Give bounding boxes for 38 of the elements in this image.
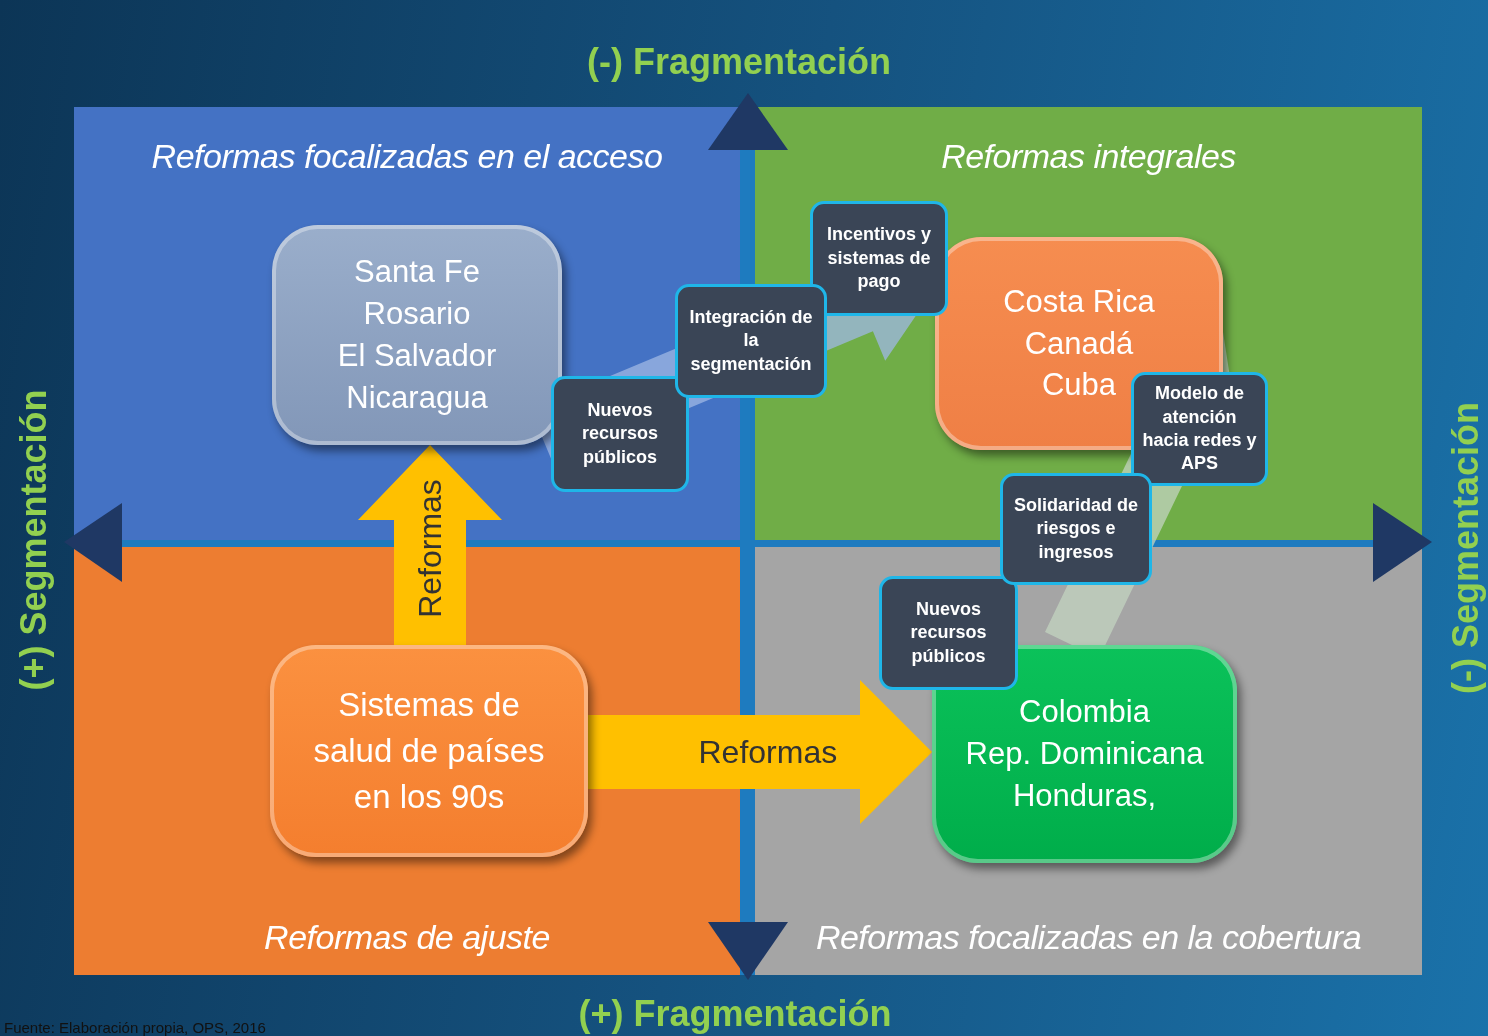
factor-box <box>1000 473 1152 585</box>
node-text: Nuevos recursos públicos <box>580 398 659 469</box>
factor-box <box>879 576 1018 690</box>
source-note: Fuente: Elaboración propia, OPS, 2016 <box>4 1018 266 1036</box>
factor-box <box>1131 372 1268 486</box>
block-arrow <box>588 680 932 824</box>
node-text: Nuevos recursos públicos <box>909 597 988 668</box>
axis-label: (+) Segmentación <box>12 389 55 691</box>
node-text: Sistemas de salud de países en los 90s <box>312 684 546 818</box>
node-text: El Salvador <box>337 337 497 375</box>
factor-box <box>810 201 948 316</box>
node-text: Modelo de atención hacia redes y APS <box>1142 382 1257 476</box>
factor-box <box>551 376 689 492</box>
node-text: Integración de la segmentación <box>688 305 814 376</box>
node-text: Rep. Dominicana <box>965 735 1204 774</box>
axis-label: (-) Segmentación <box>1445 402 1487 694</box>
edge-label: Reformas <box>698 733 838 771</box>
quadrant-title: Reformas focalizadas en la cobertura <box>814 918 1363 957</box>
node-text: Solidaridad de riesgos e ingresos <box>1013 493 1139 564</box>
node-text: Cuba <box>1041 366 1117 405</box>
node-text: Costa Rica <box>1003 282 1155 321</box>
quadrant-title: Reformas focalizadas en el acceso <box>150 137 664 176</box>
node-text: Rosario <box>363 295 471 334</box>
node-text: Canadá <box>1024 324 1134 363</box>
node-text: Santa Fe <box>354 253 480 292</box>
node-text: Nicaragua <box>346 378 488 417</box>
edge-label: Reformas <box>411 478 449 618</box>
node-text: Honduras, <box>1013 776 1156 815</box>
quadrant-title: Reformas de ajuste <box>263 918 551 957</box>
axis-label: (+) Fragmentación <box>578 993 892 1035</box>
node-text: Incentivos y sistemas de pago <box>825 223 932 294</box>
factor-box <box>675 284 827 398</box>
axis-label: (-) Fragmentación <box>587 41 891 83</box>
group-box <box>270 645 588 857</box>
group-box <box>272 225 562 445</box>
block-arrow <box>358 445 502 645</box>
node-text: Colombia <box>1019 693 1150 732</box>
quadrant-title: Reformas integrales <box>940 137 1237 176</box>
